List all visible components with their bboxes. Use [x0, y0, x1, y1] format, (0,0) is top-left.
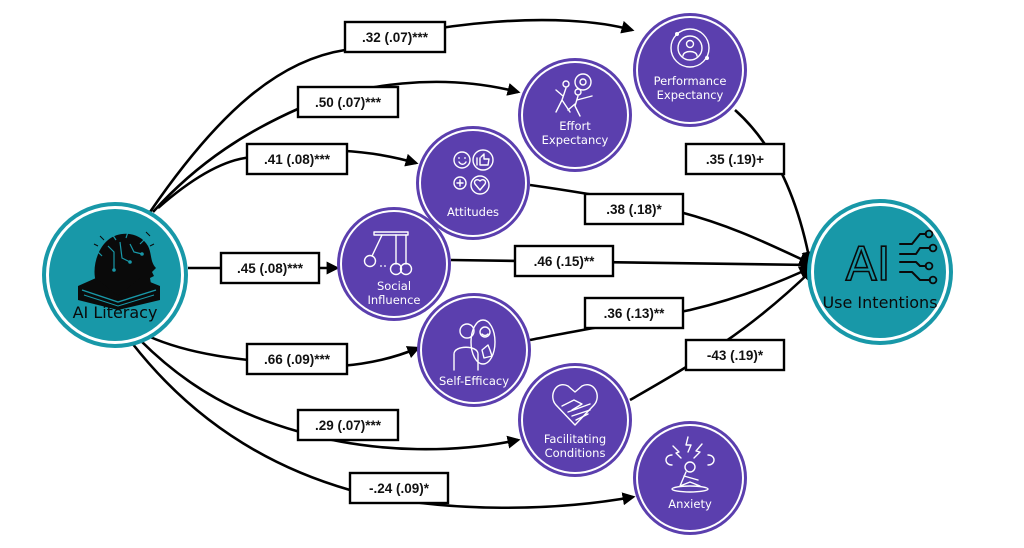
edge-label: .46 (.15)**	[513, 244, 615, 278]
edge-label-text: .46 (.15)**	[534, 254, 596, 269]
edge-label-text: .38 (.18)*	[606, 202, 662, 217]
node-use-intentions-label: Use Intentions	[822, 293, 937, 312]
edge-label: .66 (.09)***	[245, 342, 349, 376]
edge-label: .41 (.08)***	[245, 142, 349, 176]
node-label: Self-Efficacy	[439, 374, 509, 388]
target-person-icon	[670, 28, 710, 68]
edge-label: .32 (.07)***	[343, 20, 447, 54]
handshake-heart-icon	[552, 384, 598, 426]
node-attitudes: Attitudes	[416, 126, 530, 240]
node-label-line1: Facilitating	[544, 432, 606, 446]
ai-letters: AI	[845, 237, 890, 291]
edge-label: .45 (.08)***	[219, 251, 321, 285]
node-social-influence: Social Influence	[337, 207, 451, 321]
node-performance-expectancy: Performance Expectancy	[633, 13, 747, 127]
edge-label: .29 (.07)***	[296, 408, 400, 442]
node-use-intentions-circle	[814, 206, 946, 338]
node-label-line2: Expectancy	[657, 88, 724, 102]
node-label-line2: Influence	[368, 293, 421, 307]
edge-social-influence-to-use-intentions	[450, 258, 814, 272]
node-facilitating-conditions: Facilitating Conditions	[518, 363, 632, 477]
edge-label: -.24 (.09)*	[348, 471, 450, 505]
node-use-intentions: AI Use Intentions	[807, 199, 953, 345]
node-self-efficacy: Self-Efficacy	[417, 293, 531, 407]
edge-label: .36 (.13)**	[583, 296, 685, 330]
edge-label: .35 (.19)+	[684, 142, 786, 176]
node-anxiety: Anxiety	[633, 421, 747, 535]
node-label-line2: Conditions	[545, 446, 606, 460]
mirror-thumbs-up-icon	[453, 319, 496, 371]
emoji-thumbs-heart-icon	[453, 149, 494, 195]
node-label-line1: Performance	[654, 74, 727, 88]
edge-label-text: .45 (.08)***	[237, 261, 304, 276]
newton-cradle-people-icon	[363, 231, 413, 276]
edge-label-text: .32 (.07)***	[362, 30, 429, 45]
node-label: Attitudes	[447, 205, 499, 219]
edge-label-text: .50 (.07)***	[315, 95, 382, 110]
edge-label-text: .66 (.09)***	[264, 352, 331, 367]
node-label-line2: Expectancy	[542, 133, 609, 147]
node-label: Anxiety	[668, 497, 712, 511]
edge-label-text: .35 (.19)+	[706, 152, 764, 167]
edge-label-text: -43 (.19)*	[707, 348, 764, 363]
edge-performance-expectancy-to-use-intentions	[734, 109, 815, 265]
node-attitudes-circle	[421, 131, 525, 235]
head-circuit-book-icon	[78, 231, 160, 310]
node-label-line1: Effort	[559, 119, 591, 133]
anxious-person-lightning-icon	[665, 436, 715, 493]
edge-facilitating-conditions-to-use-intentions	[629, 268, 814, 402]
edge-label: .38 (.18)*	[583, 192, 685, 226]
edge-label: -43 (.19)*	[684, 338, 786, 372]
node-self-efficacy-circle	[422, 298, 526, 402]
node-performance-expectancy-circle	[638, 18, 742, 122]
edge-label-text: -.24 (.09)*	[369, 481, 430, 496]
node-ai-literacy: AI Literacy	[42, 202, 188, 348]
node-effort-expectancy-circle	[523, 63, 627, 167]
edge-label: .50 (.07)***	[296, 85, 400, 119]
node-label-line1: Social	[377, 279, 411, 293]
node-effort-expectancy: Effort Expectancy	[518, 58, 632, 172]
node-facilitating-conditions-circle	[523, 368, 627, 472]
node-ai-literacy-label: AI Literacy	[73, 303, 158, 322]
edge-label-text: .41 (.08)***	[264, 152, 331, 167]
edge-label-text: .36 (.13)**	[604, 306, 666, 321]
ai-circuit-icon: AI	[845, 229, 938, 292]
edge-self-efficacy-to-use-intentions	[529, 266, 813, 342]
people-gear-icon	[555, 73, 593, 117]
edge-label-text: .29 (.07)***	[315, 418, 382, 433]
